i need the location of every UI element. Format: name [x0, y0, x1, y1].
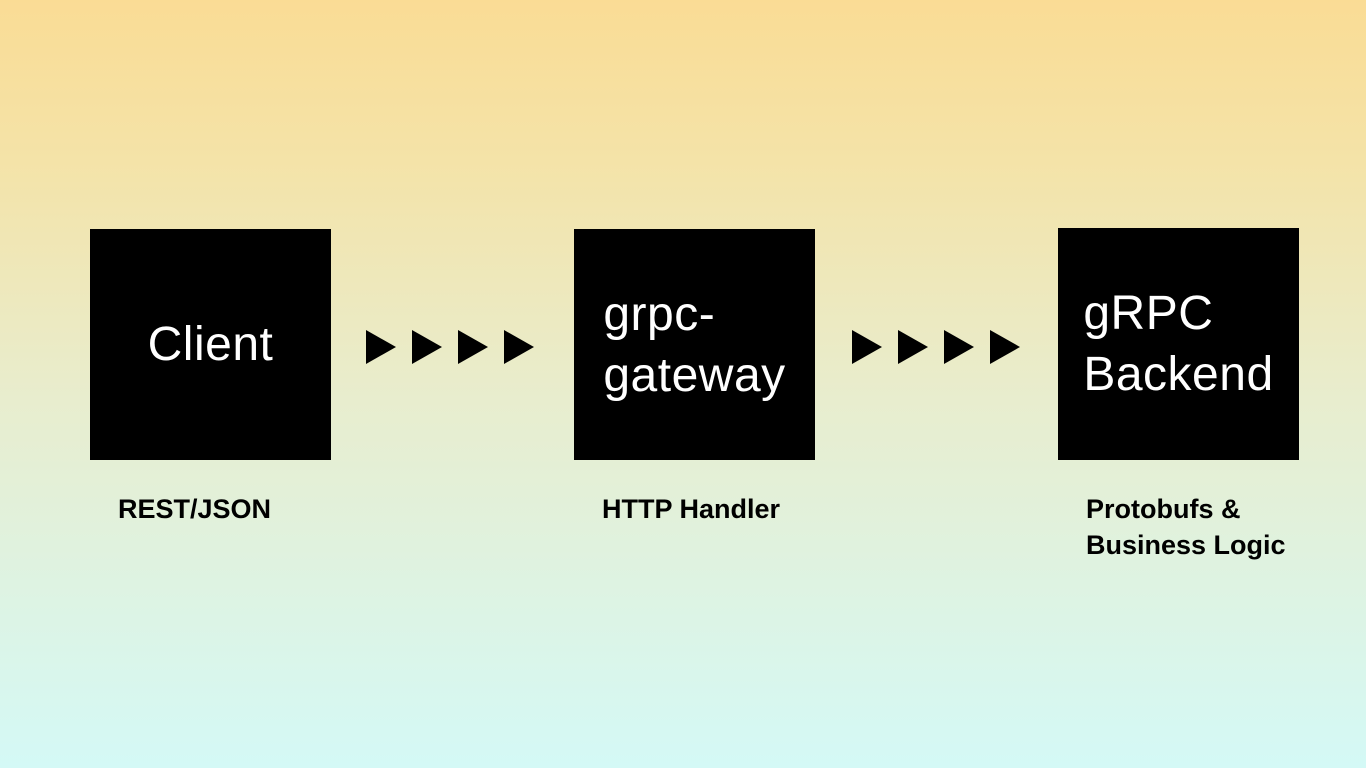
node-grpc-gateway-title-line: grpc-: [603, 287, 716, 341]
node-grpc-gateway-box: grpc- gateway: [574, 229, 815, 460]
arrow-triangle-icon: [366, 330, 396, 364]
arrow-triangle-icon: [944, 330, 974, 364]
node-grpc-backend-caption: Protobufs & Business Logic: [1058, 491, 1299, 563]
node-grpc-backend: gRPC Backend Protobufs & Business Logic: [1058, 228, 1299, 563]
node-grpc-backend-box: gRPC Backend: [1058, 228, 1299, 460]
node-grpc-backend-title: gRPC Backend: [1083, 283, 1273, 405]
node-client-caption-line: REST/JSON: [118, 494, 272, 524]
node-client: Client REST/JSON: [90, 229, 331, 527]
node-client-box: Client: [90, 229, 331, 460]
node-grpc-gateway: grpc- gateway HTTP Handler: [574, 229, 815, 527]
arrow-triangle-icon: [458, 330, 488, 364]
arrow-triangle-icon: [852, 330, 882, 364]
node-grpc-gateway-title: grpc- gateway: [603, 284, 785, 406]
arrow-triangle-icon: [990, 330, 1020, 364]
arrow-triangle-icon: [504, 330, 534, 364]
arrow-group-client-to-gateway: [366, 330, 534, 364]
node-grpc-gateway-caption-line: HTTP Handler: [602, 494, 781, 524]
node-grpc-backend-title-line: gRPC: [1083, 287, 1214, 340]
node-grpc-gateway-title-line: gateway: [603, 348, 786, 402]
node-client-title: Client: [148, 314, 274, 375]
node-client-title-line: Client: [147, 318, 274, 371]
node-grpc-backend-caption-line: Protobufs &: [1086, 494, 1241, 524]
node-client-caption: REST/JSON: [90, 491, 331, 527]
arrow-triangle-icon: [412, 330, 442, 364]
arrow-group-gateway-to-backend: [852, 330, 1020, 364]
node-grpc-backend-title-line: Backend: [1083, 348, 1274, 401]
arrow-triangle-icon: [898, 330, 928, 364]
node-grpc-backend-caption-line: Business Logic: [1086, 530, 1286, 560]
node-grpc-gateway-caption: HTTP Handler: [574, 491, 815, 527]
